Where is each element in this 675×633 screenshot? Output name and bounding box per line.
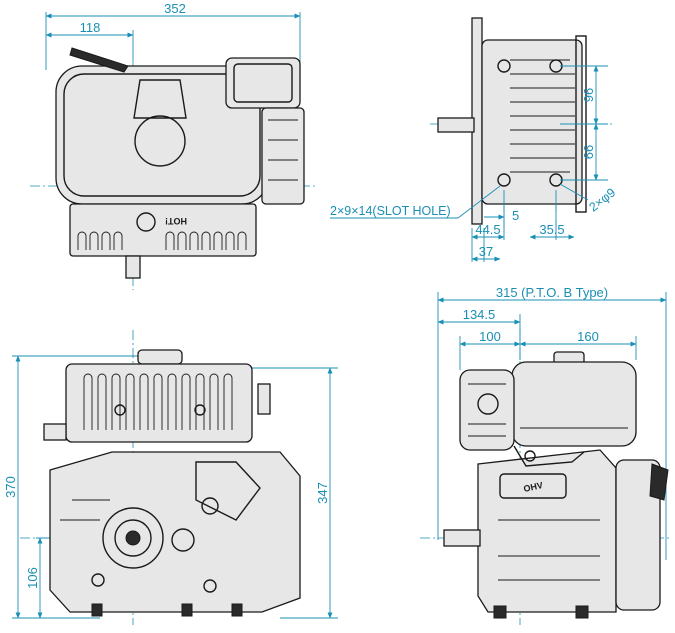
mount-hole: [497, 59, 511, 73]
shaft: [125, 255, 141, 279]
muffler: [225, 57, 301, 109]
recoil-starter: [615, 459, 661, 611]
fuel-cap: [137, 349, 183, 365]
ohv-label: OHV: [523, 480, 544, 494]
muffler-guard: [459, 369, 515, 451]
dim-118: 118: [80, 20, 101, 35]
hot-label: HOT!: [165, 216, 187, 226]
cylinder-fins: [69, 203, 257, 257]
crankshaft: [125, 530, 141, 546]
dim-106: 106: [25, 567, 40, 589]
dim-44-5: 44.5: [475, 222, 500, 237]
dim-5: 5: [512, 208, 519, 223]
dim-370: 370: [3, 476, 18, 498]
hot-warning-icon: [136, 212, 156, 232]
slot-hole-note: 2×9×14(SLOT HOLE): [330, 204, 451, 218]
starter-handle: [649, 463, 669, 501]
crankcase-side: [477, 449, 617, 613]
pto-side-view: 315 (P.T.O. B Type) 134.5 100 160 OHV: [420, 285, 672, 625]
dim-37: 37: [479, 244, 493, 259]
front-view: 370 106 347: [3, 330, 338, 625]
side-housing: [481, 39, 583, 205]
top-view: 352 118: [30, 1, 318, 290]
pto-shaft: [443, 529, 481, 547]
fuel-tank: [511, 361, 637, 447]
side-view: 96 66 2×φ9 5 44.5 35.5 37 2×9×14(SLOT HO…: [330, 17, 619, 262]
pto-flange: [102, 507, 164, 569]
dim-100: 100: [479, 329, 501, 344]
side-shaft: [437, 117, 475, 133]
cap-circle: [134, 115, 186, 167]
dim-347: 347: [315, 482, 330, 504]
dim-315: 315 (P.T.O. B Type): [496, 285, 608, 300]
dim-134-5: 134.5: [463, 307, 496, 322]
cylinder-head: [65, 363, 253, 443]
handle: [69, 47, 129, 73]
dim-96: 96: [581, 88, 596, 102]
dim-66: 66: [581, 145, 596, 159]
dim-hole-dia: 2×φ9: [587, 185, 619, 214]
slot-hole: [497, 173, 511, 187]
dim-160: 160: [577, 329, 599, 344]
dim-352: 352: [164, 1, 186, 16]
side-lever: [257, 383, 271, 415]
dim-35-5: 35.5: [539, 222, 564, 237]
